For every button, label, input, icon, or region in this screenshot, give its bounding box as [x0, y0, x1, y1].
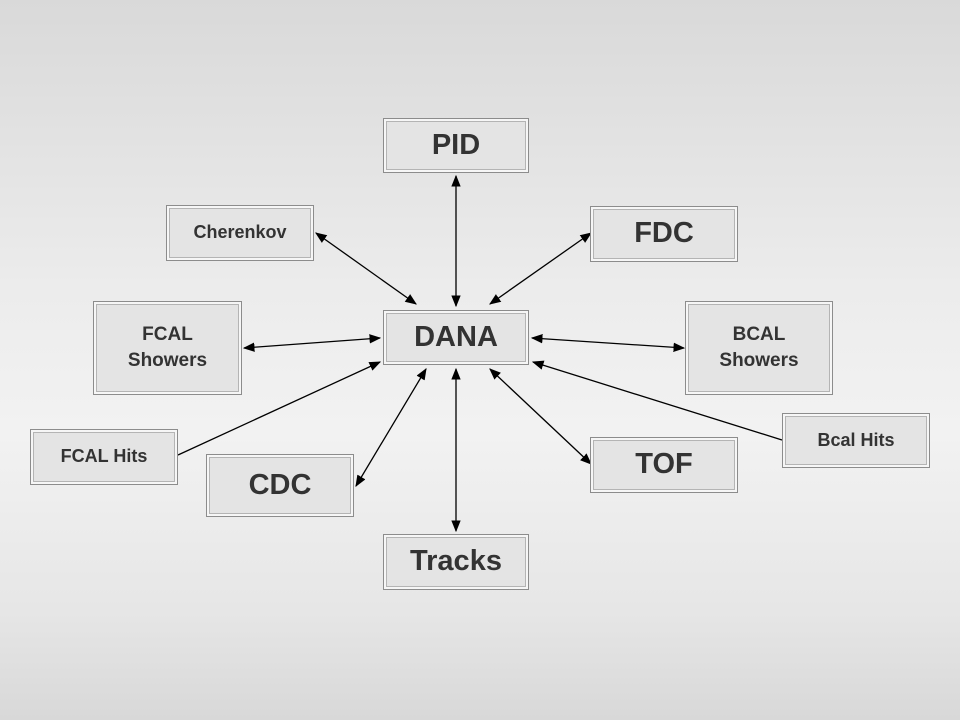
- fcal-hits-box: FCAL Hits: [30, 429, 178, 485]
- connector-dana-tof: [489, 368, 592, 465]
- tracks-box: Tracks: [383, 534, 529, 590]
- bcal-hits-box: Bcal Hits: [782, 413, 930, 468]
- fdc-box: FDC: [590, 206, 738, 262]
- dana-box: DANA: [383, 310, 529, 365]
- connector-dana-cdc: [355, 367, 427, 488]
- cherenkov-box: Cherenkov: [166, 205, 314, 261]
- cdc-box: CDC: [206, 454, 354, 517]
- connector-dana-fcal-showers: [242, 334, 382, 352]
- bcal-showers-box: BCAL Showers: [685, 301, 833, 395]
- connector-dana-cherenkov: [315, 232, 417, 305]
- connector-dana-fdc: [489, 232, 592, 305]
- pid-box: PID: [383, 118, 529, 173]
- tof-box: TOF: [590, 437, 738, 493]
- connector-fcal-hits-dana: [177, 361, 382, 456]
- fcal-showers-box: FCAL Showers: [93, 301, 242, 395]
- connector-dana-bcal-showers: [530, 334, 686, 352]
